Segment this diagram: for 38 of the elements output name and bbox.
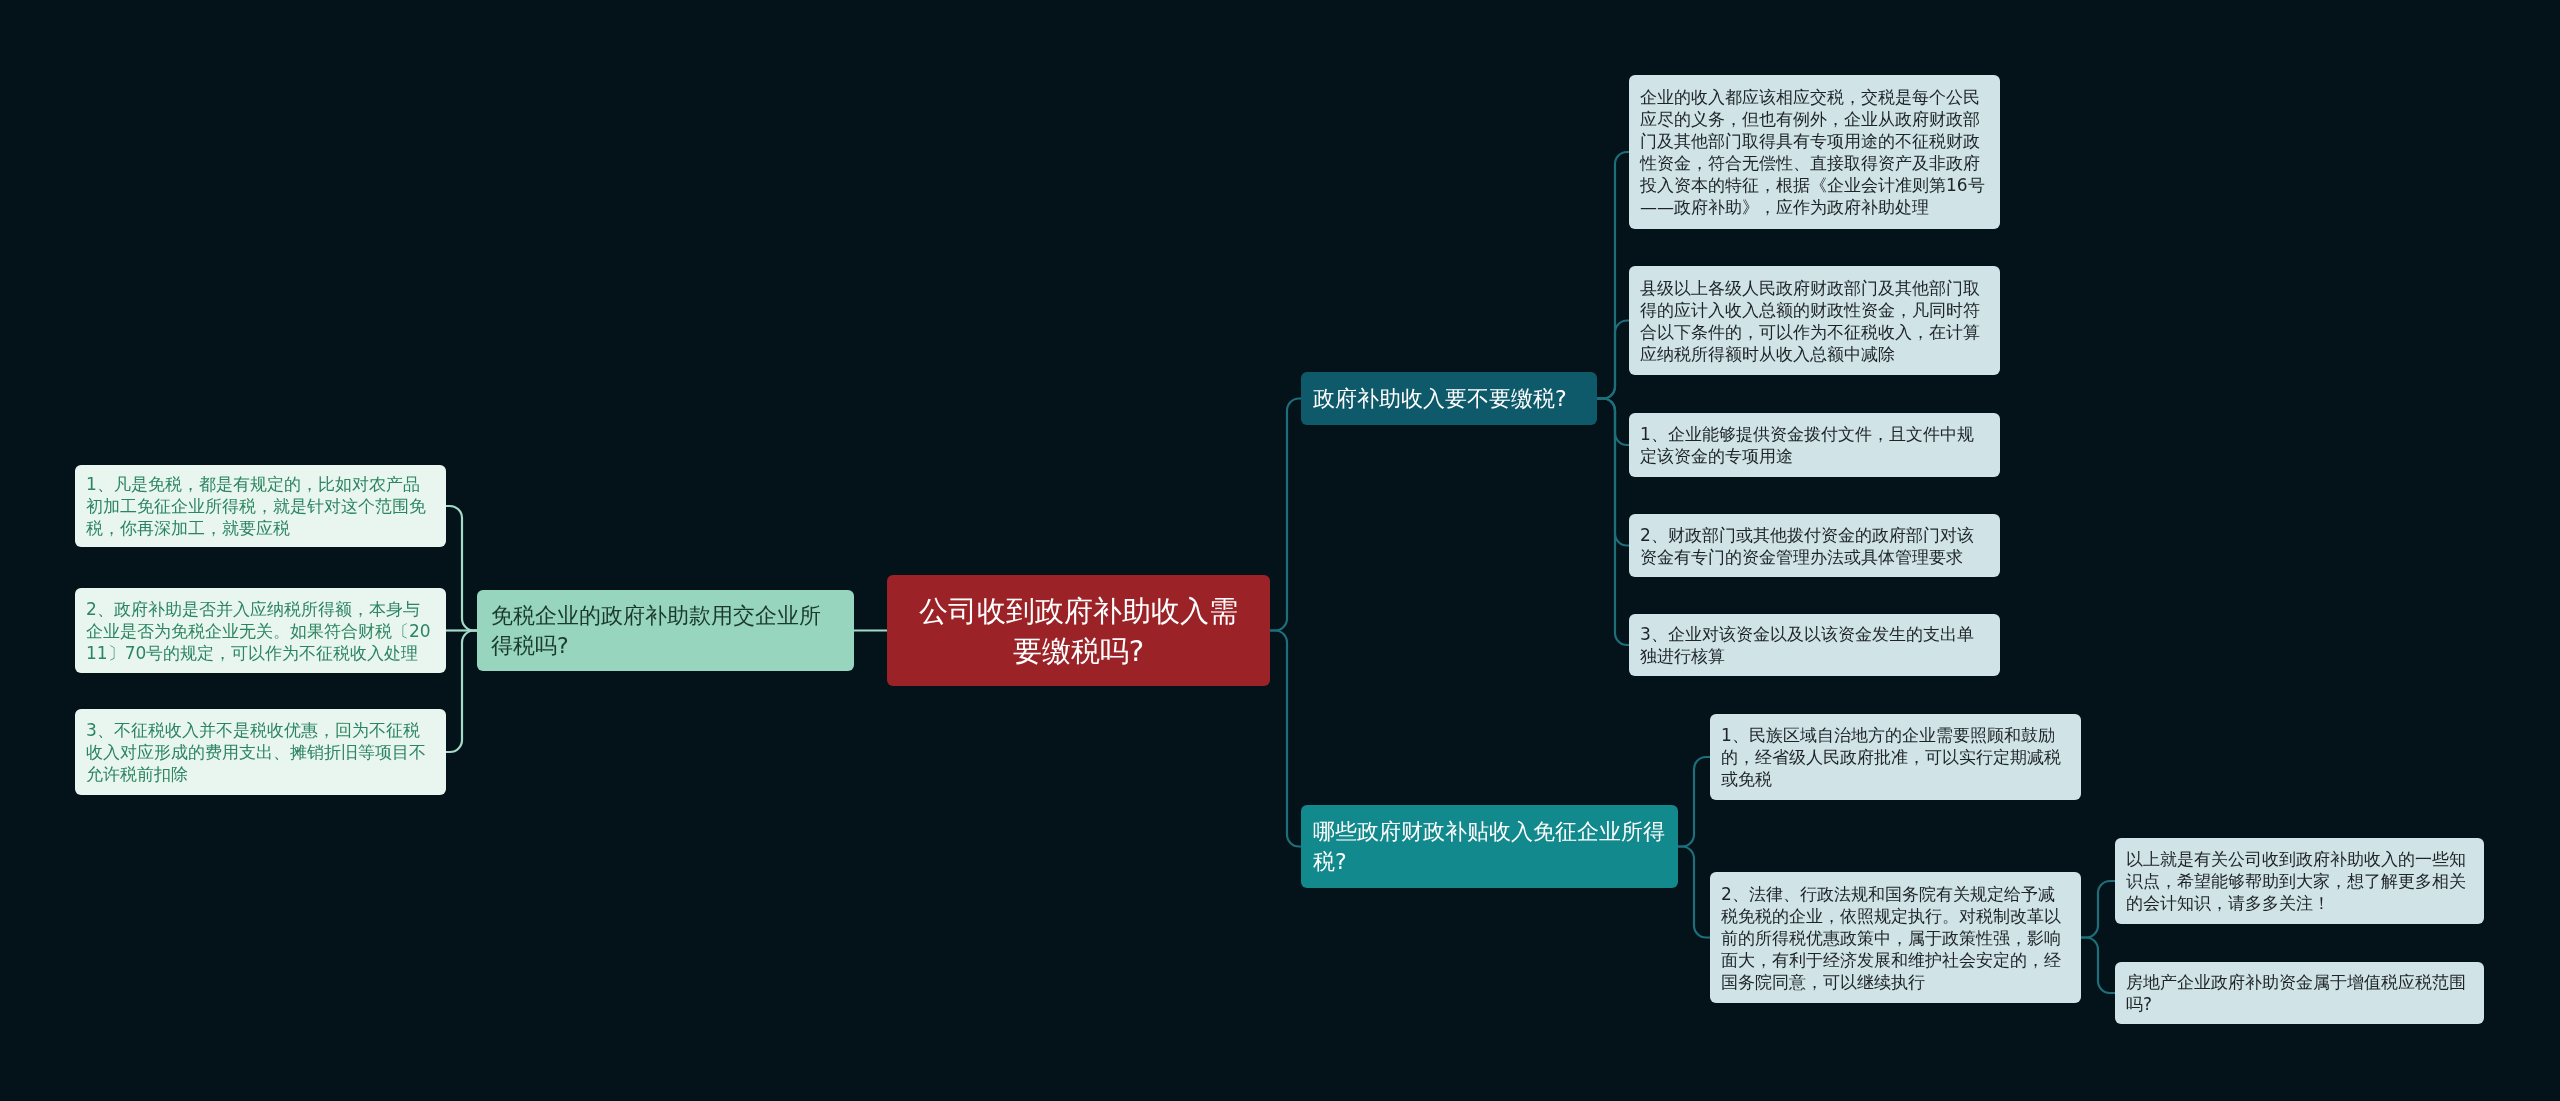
topic-text: 哪些政府财政补贴收入免征企业所得税? — [1313, 817, 1666, 876]
note-card — [1629, 614, 2000, 676]
note-card — [75, 465, 446, 547]
note-text: 3、不征税收入并不是税收优惠，回为不征税收入对应形成的费用支出、摊销折旧等项目不允许税前扣除 — [86, 719, 427, 785]
note-card — [1629, 413, 2000, 477]
connector-line — [446, 629, 477, 754]
note-card — [75, 709, 446, 795]
connector-line — [854, 629, 887, 632]
note-text: 2、政府补助是否并入应纳税所得额，本身与企业是否为免税企业无关。如果符合财税〔2011〕70号的规定，可以作为不征税收入处理 — [86, 597, 432, 664]
note-text: 房地产企业政府补助资金属于增值税应税范围吗? — [2126, 971, 2467, 1015]
note-text: 企业的收入都应该相应交税，交税是每个公民应尽的义务，但也有例外，企业从政府财政部门及其他部门取得具有专项用途的不征税财政性资金，符合无偿性、直接取得资产及非政府投入资本的特征，根据《企业会计准则第16号——政府补助》，应作为政府补助处理 — [1640, 86, 1986, 218]
topic-text: 公司收到政府补助收入需要缴税吗? — [918, 592, 1239, 670]
note-card — [1629, 75, 2000, 229]
topic-text: 政府补助收入要不要缴税? — [1313, 384, 1568, 413]
connector-line — [1597, 397, 1630, 647]
topic-text: 免税企业的政府补助款用交企业所得税吗? — [491, 601, 822, 660]
note-text: 以上就是有关公司收到政府补助收入的一些知识点，希望能够帮助到大家，想了解更多相关的会计知识，请多多关注！ — [2126, 848, 2467, 914]
branch-topic — [1301, 805, 1678, 888]
connector-line — [1678, 845, 1710, 939]
note-text: 3、企业对该资金以及以该资金发生的支出单独进行核算 — [1640, 623, 1975, 667]
note-text: 1、民族区域自治地方的企业需要照顾和鼓励的，经省级人民政府批准，可以实行定期减税或免税 — [1721, 724, 2062, 790]
note-text: 2、法律、行政法规和国务院有关规定给予减税免税的企业，依照规定执行。对税制改革以前的所得税优惠政策中，属于政策性强，影响面大，有利于经济发展和维护社会安定的，经国务院同意，可以继续执行 — [1721, 882, 2062, 993]
connector-line — [2081, 936, 2115, 995]
note-card — [1710, 872, 2081, 1003]
note-text: 1、企业能够提供资金拨付文件，且文件中规定该资金的专项用途 — [1640, 423, 1975, 467]
note-text: 2、财政部门或其他拨付资金的政府部门对该资金有专门的资金管理办法或具体管理要求 — [1640, 523, 1975, 568]
note-card — [2115, 838, 2484, 924]
connector-line — [1270, 629, 1302, 848]
note-text: 1、凡是免税，都是有规定的，比如对农产品初加工免征企业所得税，就是针对这个范围免税，你再深加工，就要应税 — [86, 473, 427, 539]
branch-topic — [477, 590, 854, 671]
central-topic — [887, 575, 1270, 686]
note-card — [75, 588, 446, 673]
note-card — [1629, 514, 2000, 577]
note-card — [2115, 962, 2484, 1024]
note-card — [1710, 714, 2081, 800]
note-text: 县级以上各级人民政府财政部门及其他部门取得的应计入收入总额的财政性资金，凡同时符合以下条件的，可以作为不征税收入，在计算应纳税所得额时从收入总额中减除 — [1640, 276, 1981, 365]
branch-topic — [1301, 372, 1597, 425]
note-card — [1629, 266, 2000, 375]
